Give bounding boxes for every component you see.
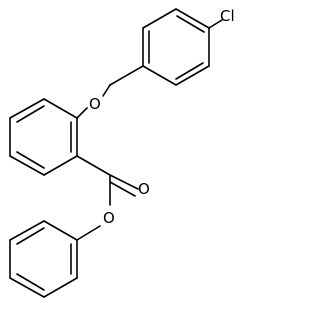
carbonyl-double-bond-a [109, 174, 139, 190]
ester-oxygen-label: O [103, 209, 115, 227]
ring-ch2-bond [109, 65, 144, 86]
chlorine-label: Cl [220, 7, 235, 25]
ring-carbonyl-bond [76, 155, 111, 176]
ch2-o-bond [102, 84, 111, 97]
carbonyl-double-bond-b [109, 181, 136, 197]
benzoate-ring [9, 98, 78, 176]
c-cl-bond [208, 19, 223, 29]
chlorophenyl-ring [142, 8, 210, 86]
o-ring-bond [76, 107, 88, 119]
structure-diagram: Cl O O O [9, 7, 235, 298]
ether-oxygen-label: O [89, 95, 101, 113]
carbonyl-oxygen-label: O [138, 180, 150, 198]
phenyl-ring [9, 220, 78, 298]
ester-o-phenyl-bond [76, 225, 101, 241]
